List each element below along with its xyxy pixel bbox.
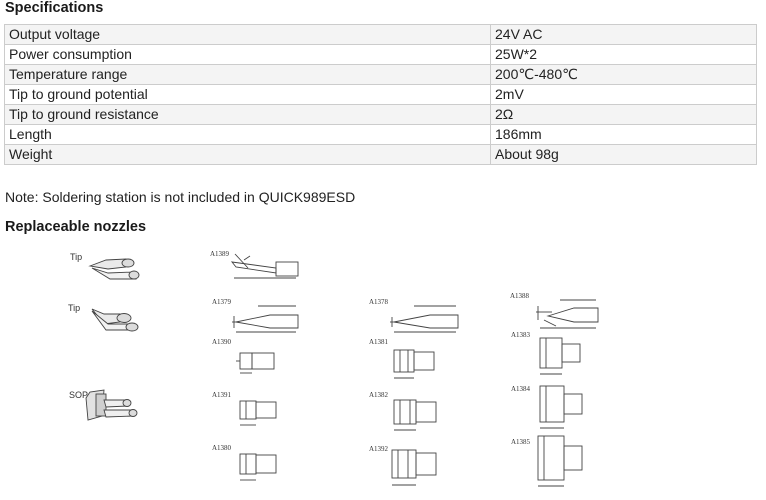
table-row: Tip to ground resistance 2Ω <box>4 104 757 125</box>
sop-nozzle-image <box>85 389 138 421</box>
nozzle-drawing-a1392 <box>391 449 437 486</box>
nozzle-code-a1385: A1385 <box>511 438 531 446</box>
nozzle-drawing-a1389 <box>230 253 299 279</box>
spec-value: 200℃-480℃ <box>490 64 757 85</box>
table-row: Output voltage 24V AC <box>4 24 757 45</box>
nozzle-drawing-a1391 <box>239 400 277 426</box>
spec-value: 25W*2 <box>490 44 757 65</box>
nozzle-drawing-a1380 <box>239 453 277 481</box>
spec-value: 2mV <box>490 84 757 105</box>
spec-value: About 98g <box>490 144 757 165</box>
nozzle-code-a1388: A1388 <box>510 292 530 300</box>
nozzle-drawing-a1390 <box>236 352 275 374</box>
nozzle-code-a1392: A1392 <box>369 445 389 453</box>
nozzles-drawing: Tip Tip SOP A1389 <box>68 250 599 487</box>
nozzle-code-a1379: A1379 <box>212 298 232 306</box>
nozzle-drawing-a1379 <box>232 305 299 333</box>
nozzle-drawing-a1383 <box>539 337 581 375</box>
tip-nozzle-image-2 <box>91 308 139 332</box>
note-text: Note: Soldering station is not included … <box>5 189 356 205</box>
spec-label: Power consumption <box>4 44 491 65</box>
nozzle-drawing-a1381 <box>393 349 435 379</box>
nozzle-drawing-a1378 <box>390 305 459 333</box>
nozzle-drawing-a1385 <box>537 435 583 487</box>
nozzle-code-a1389: A1389 <box>210 250 230 258</box>
spec-label: Tip to ground resistance <box>4 104 491 125</box>
nozzle-code-a1390: A1390 <box>212 338 232 346</box>
sop-label: SOP <box>69 390 88 400</box>
nozzle-code-a1380: A1380 <box>212 444 232 452</box>
spec-label: Output voltage <box>4 24 491 45</box>
nozzle-code-a1383: A1383 <box>511 331 531 339</box>
tip-label-1: Tip <box>70 252 82 262</box>
nozzle-code-a1381: A1381 <box>369 338 389 346</box>
tip-label-2: Tip <box>68 303 80 313</box>
tip-nozzle-image-1 <box>88 258 140 280</box>
specifications-heading: Specifications <box>5 0 104 16</box>
spec-value: 24V AC <box>490 24 757 45</box>
nozzle-drawing-a1388 <box>536 299 599 329</box>
spec-label: Tip to ground potential <box>4 84 491 105</box>
spec-value: 186mm <box>490 124 757 145</box>
nozzle-code-a1378: A1378 <box>369 298 389 306</box>
table-row: Length 186mm <box>4 124 757 145</box>
spec-value: 2Ω <box>490 104 757 125</box>
specifications-table: Output voltage 24V AC Power consumption … <box>4 24 757 165</box>
spec-label: Length <box>4 124 491 145</box>
nozzle-code-a1382: A1382 <box>369 391 389 399</box>
nozzle-code-a1384: A1384 <box>511 385 531 393</box>
nozzles-heading: Replaceable nozzles <box>5 219 147 235</box>
table-row: Tip to ground potential 2mV <box>4 84 757 105</box>
table-row: Temperature range 200℃-480℃ <box>4 64 757 85</box>
table-row: Power consumption 25W*2 <box>4 44 757 65</box>
nozzle-code-a1391: A1391 <box>212 391 232 399</box>
nozzle-drawing-a1382 <box>393 399 437 431</box>
spec-label: Weight <box>4 144 491 165</box>
table-row: Weight About 98g <box>4 144 757 165</box>
nozzle-drawing-a1384 <box>539 385 583 429</box>
spec-label: Temperature range <box>4 64 491 85</box>
